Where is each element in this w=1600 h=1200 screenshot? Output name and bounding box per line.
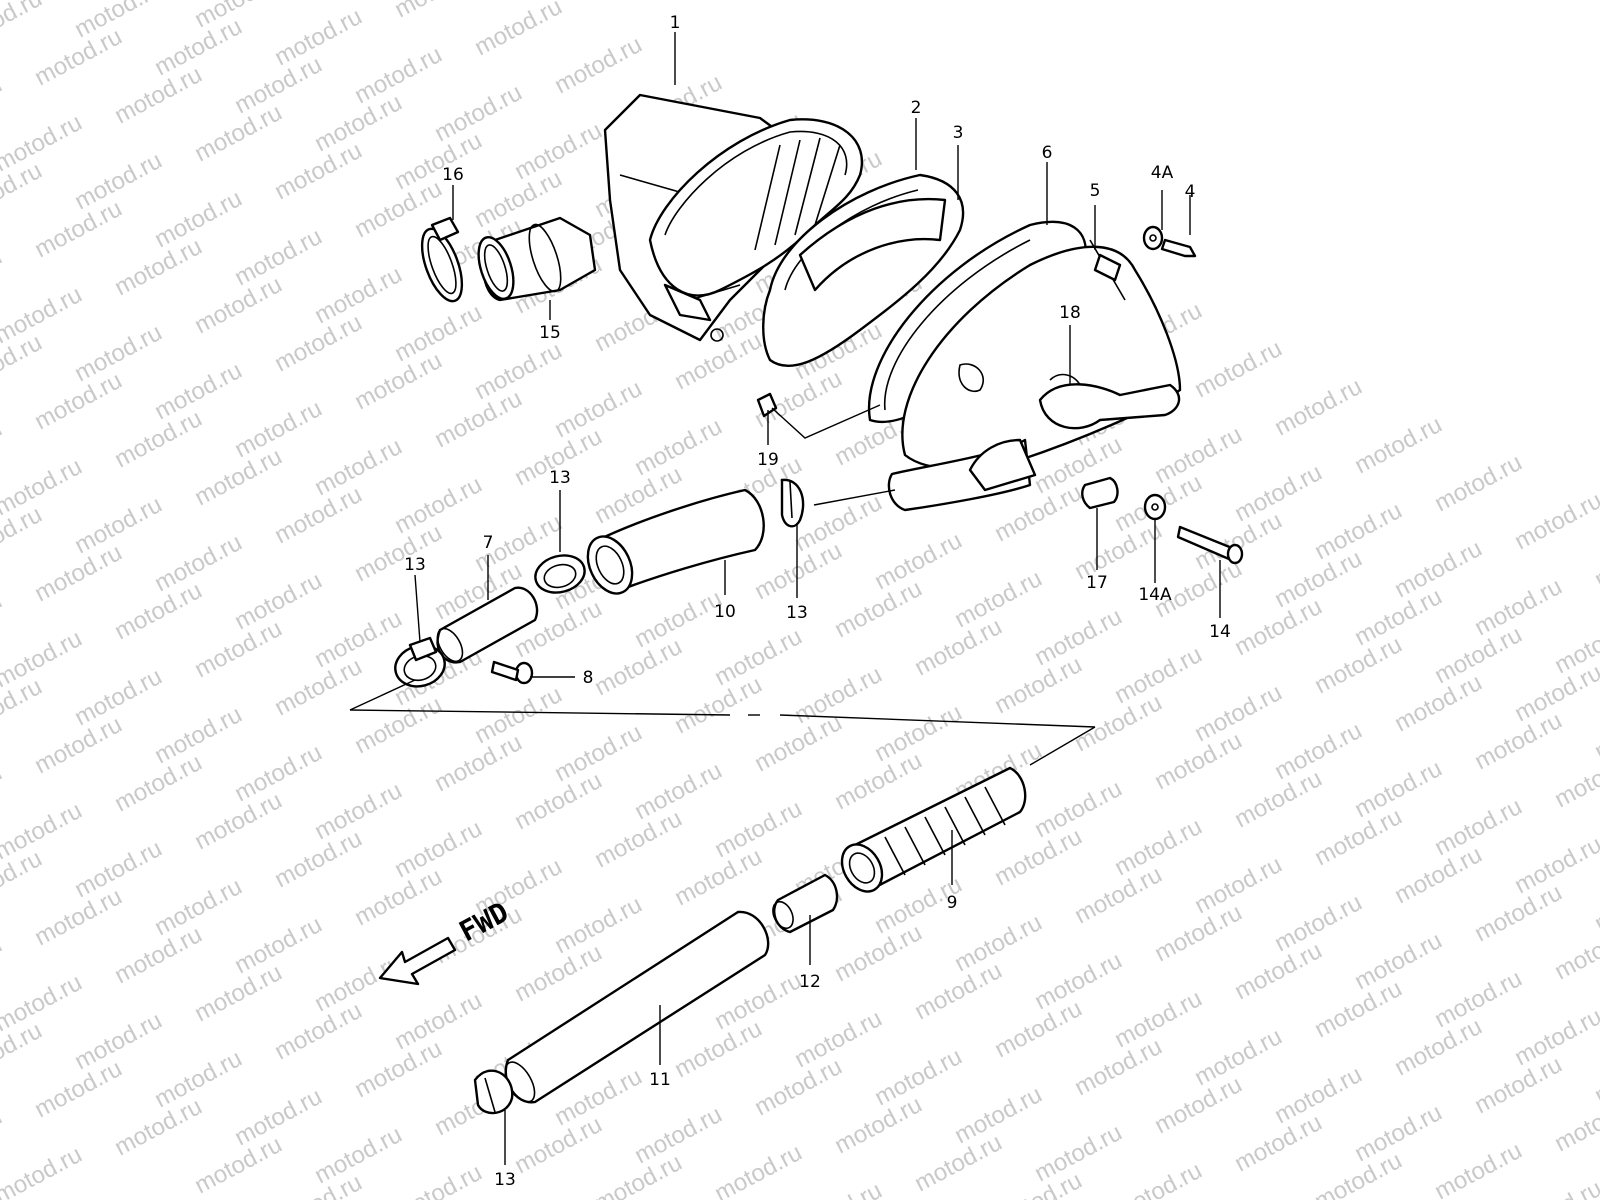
watermark-text: motod.ru <box>470 0 566 61</box>
air-cleaner-cover <box>901 239 1182 470</box>
sleeve-12 <box>772 873 839 934</box>
callout-8: 8 <box>583 668 594 688</box>
screw-4 <box>1142 225 1197 258</box>
hose-10 <box>586 488 765 595</box>
callout-6: 6 <box>1042 143 1053 163</box>
callout-18: 18 <box>1059 303 1081 323</box>
air-filter-element <box>762 173 965 368</box>
clip <box>756 392 778 418</box>
clamp-13-mid <box>534 554 586 594</box>
leader-lines <box>414 32 1221 1165</box>
callout-12: 12 <box>799 972 821 992</box>
watermark-text: motod.ru <box>1590 525 1600 593</box>
watermark-text: motod.ru <box>0 759 6 827</box>
callout-13-bottom: 13 <box>494 1170 516 1190</box>
callout-11: 11 <box>649 1070 671 1090</box>
callout-1: 1 <box>670 13 681 33</box>
watermark-text: motod.ru <box>0 0 46 53</box>
callout-9: 9 <box>947 893 958 913</box>
callout-4a: 4A <box>1151 163 1174 183</box>
watermark-text: motod.ru <box>1550 917 1600 985</box>
watermark-text: motod.ru <box>1110 1157 1206 1200</box>
forward-arrow-icon <box>378 936 457 986</box>
watermark-text: motod.ru <box>1510 1175 1600 1200</box>
watermark-text: motod.ru <box>550 31 646 99</box>
watermark-text: motod.ru <box>0 931 6 999</box>
callout-16: 16 <box>442 165 464 185</box>
watermark-text: motod.ru <box>0 415 6 483</box>
callout-5: 5 <box>1090 181 1101 201</box>
clamp-13-bottom <box>473 1069 514 1115</box>
callout-3: 3 <box>953 123 964 143</box>
watermark-text: motod.ru <box>0 243 6 311</box>
collar-17 <box>1081 476 1119 510</box>
watermark-text: motod.ru <box>1590 697 1600 765</box>
watermark-text: motod.ru <box>390 0 486 23</box>
watermark-text: motod.ru <box>790 1177 886 1200</box>
watermark-text: motod.ru <box>710 1139 806 1200</box>
bolt-14 <box>1176 525 1244 565</box>
watermark-text: motod.ru <box>1550 1089 1600 1157</box>
watermark-text: motod.ru <box>0 1103 6 1171</box>
callout-14a: 14A <box>1138 585 1172 605</box>
callout-labels: 1 2 3 6 5 4A 4 16 15 18 19 13 7 13 8 10 … <box>404 13 1231 1190</box>
clamp-13-mid-right <box>780 478 805 528</box>
callout-4: 4 <box>1185 182 1196 202</box>
outlet-tube <box>887 438 1037 512</box>
callout-10: 10 <box>714 602 736 622</box>
corrugated-hose-9 <box>840 766 1027 893</box>
callout-17: 17 <box>1086 573 1108 593</box>
callout-14: 14 <box>1209 622 1231 642</box>
clamp-16 <box>420 216 464 303</box>
screw-8 <box>490 660 534 685</box>
washer-14a <box>1143 493 1167 521</box>
watermark-text: motod.ru <box>1270 373 1366 441</box>
watermark-text: motod.ru <box>1510 487 1600 555</box>
assembly-lines <box>349 404 1096 766</box>
callout-13-right: 13 <box>786 603 808 623</box>
watermark-text: motod.ru <box>1350 411 1446 479</box>
callout-13-mid: 13 <box>549 468 571 488</box>
watermark-text: motod.ru <box>1430 449 1526 517</box>
watermark-text: motod.ru <box>0 1141 86 1200</box>
watermark-text: motod.ru <box>1550 745 1600 813</box>
element-frame <box>648 118 863 297</box>
callout-2: 2 <box>911 98 922 118</box>
callout-15: 15 <box>539 323 561 343</box>
watermark-text: motod.ru <box>0 587 6 655</box>
watermark-text: motod.ru <box>1190 335 1286 403</box>
callout-13-left: 13 <box>404 555 426 575</box>
clamp-13-left <box>394 636 446 688</box>
watermark-text: motod.ru <box>1590 1041 1600 1109</box>
intake-joint <box>477 216 597 302</box>
breather-fitting <box>1038 373 1181 430</box>
watermark-text: motod.ru <box>0 71 6 139</box>
callout-7: 7 <box>483 533 494 553</box>
tube-7 <box>436 586 539 664</box>
callout-19: 19 <box>757 450 779 470</box>
watermark-text: motod.ru <box>1430 1137 1526 1200</box>
watermark-text: motod.ru <box>1590 869 1600 937</box>
watermark-text: motod.ru <box>390 1159 486 1200</box>
